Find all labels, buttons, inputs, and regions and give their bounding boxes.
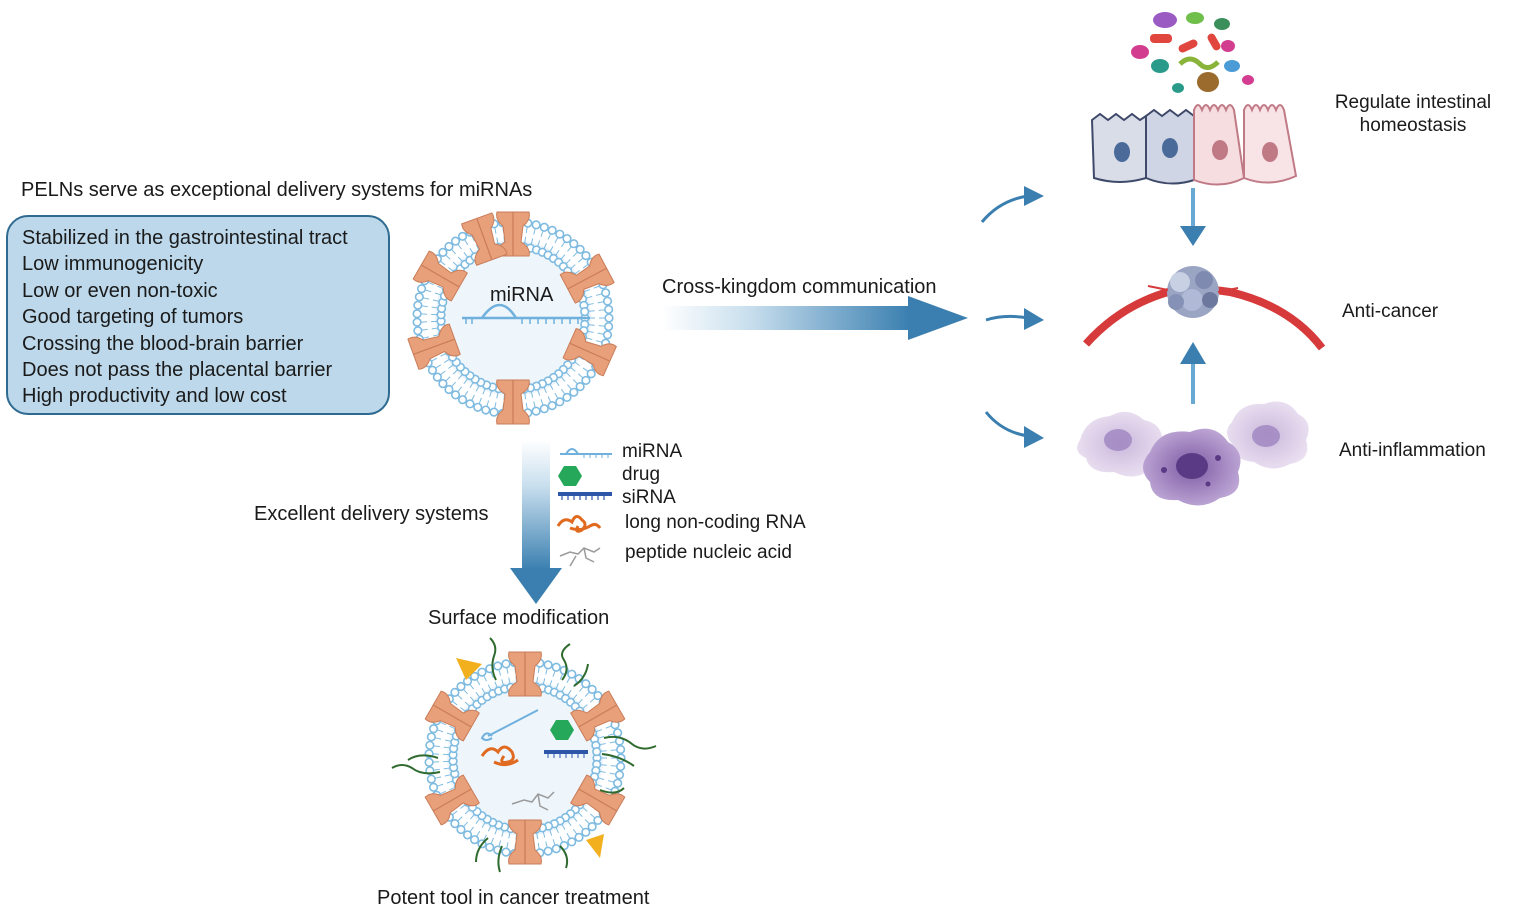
vesicle-cargo: [480, 709, 588, 811]
mirna-icon: [560, 448, 612, 458]
effect-arrow-cancer: [985, 308, 1044, 330]
pelns-vesicle: [407, 211, 617, 425]
inflammation-to-cancer-arrow: [1180, 342, 1206, 404]
property-item: High productivity and low cost: [22, 385, 287, 408]
effect-arrow-intestinal: [980, 186, 1044, 223]
property-item: Low or even non-toxic: [22, 279, 218, 302]
property-item: Low immunogenicity: [22, 253, 204, 276]
cross-kingdom-label: Cross-kingdom communication: [662, 276, 937, 298]
drug-icon: [558, 466, 582, 486]
intestinal-label-line2: homeostasis: [1359, 114, 1467, 136]
property-item: Crossing the blood-brain barrier: [22, 332, 304, 355]
effect-arrow-inflammation: [984, 411, 1044, 448]
legend-label-sirna: siRNA: [622, 487, 676, 508]
immune-cells-icon: [1077, 401, 1309, 506]
properties-box: Stabilized in the gastrointestinal tract…: [6, 215, 390, 415]
surface-modified-vesicle: [391, 637, 657, 873]
intestinal-homeostasis-label: Regulate intestinal homeostasis: [1330, 92, 1496, 138]
legend-label-lncrna: long non-coding RNA: [625, 512, 806, 533]
sirna-icon: [558, 492, 612, 500]
legend-label-mirna: miRNA: [622, 441, 683, 462]
page-title: PELNs serve as exceptional delivery syst…: [21, 179, 533, 201]
intestinal-epithelium-icon: [1090, 104, 1298, 186]
property-item: Stabilized in the gastrointestinal tract: [22, 227, 348, 249]
excellent-delivery-label: Excellent delivery systems: [254, 503, 489, 525]
cross-kingdom-arrow: [662, 296, 968, 340]
property-item: Good targeting of tumors: [22, 306, 244, 329]
legend-label-pna: peptide nucleic acid: [625, 542, 792, 563]
cancer-treatment-caption: Potent tool in cancer treatment: [377, 887, 650, 909]
lncrna-icon: [556, 515, 602, 533]
antiinflammation-label: Anti-inflammation: [1339, 440, 1486, 461]
intestine-to-cancer-arrow: [1180, 188, 1206, 246]
intestinal-label-line1: Regulate intestinal: [1334, 92, 1492, 113]
gut-microbiota-icon: [1131, 12, 1254, 93]
vesicle-cargo-label: miRNA: [490, 284, 554, 306]
legend-label-drug: drug: [622, 464, 661, 485]
property-item: Does not pass the placental barrier: [22, 359, 333, 382]
pna-icon: [559, 547, 601, 567]
anticancer-label: Anti-cancer: [1342, 301, 1439, 322]
surface-modification-label: Surface modification: [428, 607, 610, 629]
delivery-arrow: [510, 440, 562, 604]
tumor-vessel-icon: [1083, 266, 1326, 351]
mirna-hairpin-icon: [462, 303, 590, 324]
